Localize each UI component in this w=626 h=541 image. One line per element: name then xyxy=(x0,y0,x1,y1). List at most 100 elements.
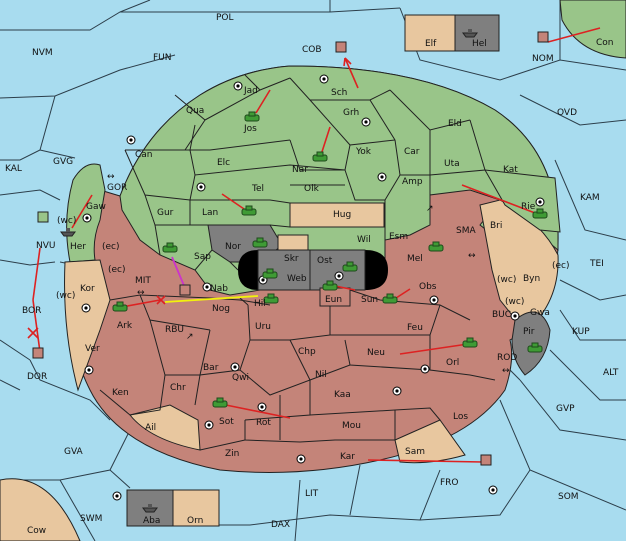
tank-sap-icon xyxy=(162,242,178,253)
province-label: Nil xyxy=(315,370,327,380)
tank-jos-icon xyxy=(244,111,260,122)
sea-label: ALT xyxy=(603,368,619,378)
coast-tag: (ec) xyxy=(102,242,120,252)
sea-label: BOR xyxy=(22,306,41,316)
sea-label: SOM xyxy=(558,492,579,502)
province-label: Olk xyxy=(304,184,320,194)
province-label: Wil xyxy=(357,235,371,245)
province-label: Uru xyxy=(255,322,271,332)
province-label: Obs xyxy=(419,282,437,292)
sea-label: ROD xyxy=(497,353,517,363)
sea-label: DAX xyxy=(271,520,290,530)
province-label: Jad xyxy=(243,86,258,96)
province-label: Nab xyxy=(210,284,228,294)
sea-label: Con xyxy=(596,38,614,48)
sea-label: COB xyxy=(302,45,322,55)
diagonal-arrow-icon: ↗ xyxy=(186,332,194,342)
sea-label: KAL xyxy=(5,164,22,174)
move-orders xyxy=(27,27,601,463)
sea-label: NVU xyxy=(36,241,55,251)
province-label: Grh xyxy=(343,108,359,118)
ship-nvu-icon xyxy=(60,228,76,237)
sea-label: BUC xyxy=(492,310,511,320)
province-label: Feu xyxy=(407,323,423,333)
province-label: Ail xyxy=(145,423,156,433)
coast-tag: (wc) xyxy=(497,275,516,285)
tank-ark-icon xyxy=(112,301,128,312)
ail-prov xyxy=(129,404,201,451)
tank-sun-icon xyxy=(382,293,398,304)
province-label: Skr xyxy=(284,254,299,264)
sea-label: MIT xyxy=(135,276,151,286)
supply-centers xyxy=(81,74,545,501)
tank-web-icon xyxy=(262,268,278,279)
left-arm xyxy=(66,163,106,263)
sea-label: DOR xyxy=(27,372,47,382)
tank-rie-icon xyxy=(532,208,548,219)
province-label: Yok xyxy=(355,147,372,157)
province-label: Qua xyxy=(186,106,204,116)
province-label: Nar xyxy=(292,165,308,175)
province-label: Gwa xyxy=(530,308,550,318)
destination-box-dor-icon xyxy=(32,347,44,359)
adjacency-marks: ↔ ↔ ↗ ↗ ↔ ↔ xyxy=(107,172,510,376)
destination-box-nog-icon xyxy=(179,284,191,296)
province-label: Elc xyxy=(217,158,230,168)
province-label: Byn xyxy=(523,274,540,284)
sea-label: NVM xyxy=(32,48,53,58)
pir-prov xyxy=(511,311,551,376)
sea-label: SMA xyxy=(456,226,476,236)
province-label: Ken xyxy=(112,388,129,398)
province-label: Rie xyxy=(521,202,536,212)
tank-nor-icon xyxy=(252,237,268,248)
province-label: Bri xyxy=(490,221,502,231)
sea-label: TEI xyxy=(589,259,604,269)
sea-label: POL xyxy=(216,13,234,23)
island-label: Hel xyxy=(472,39,487,49)
tank-orl-icon xyxy=(462,337,478,348)
province-label: Esm xyxy=(389,232,408,242)
sea-label: NOM xyxy=(532,54,554,64)
tank-lan-icon xyxy=(241,205,257,216)
double-arrow-icon: ↔ xyxy=(107,172,115,182)
province-label: Sap xyxy=(194,252,211,262)
province-label: Her xyxy=(70,242,86,252)
province-label: Lan xyxy=(202,208,218,218)
province-label: Orl xyxy=(446,358,459,368)
province-label: Ark xyxy=(117,321,133,331)
province-label: Bar xyxy=(203,363,219,373)
province-label: Rot xyxy=(256,418,271,428)
ship-hel-icon xyxy=(462,29,478,38)
tank-pir-icon xyxy=(527,342,543,353)
province-label: Uta xyxy=(444,159,460,169)
elf-island xyxy=(404,14,456,52)
red-label-group: Obs Eun Sun Hil Nog Ark Uru Feu Chp Neu … xyxy=(112,282,468,462)
province-label: Mel xyxy=(407,254,423,264)
province-label: Hug xyxy=(333,210,351,220)
tank-ost-icon xyxy=(342,261,358,272)
province-label: Gaw xyxy=(86,202,106,212)
province-label: Jos xyxy=(243,124,257,134)
hug-prov xyxy=(289,202,385,228)
province-label: Mou xyxy=(342,421,361,431)
red-borders xyxy=(99,289,496,451)
sea-label: RBU xyxy=(165,325,184,335)
coast-tag-group: (ec) (wc) (ec) (wc) (ec) (wc) (wc) xyxy=(56,216,570,307)
sea-label: SWM xyxy=(80,514,102,524)
sea-label: Cow xyxy=(27,526,46,536)
province-label: Ver xyxy=(85,344,100,354)
province-label: Kor xyxy=(80,284,95,294)
island-label-group: Elf Hel Aba Orn xyxy=(143,39,487,526)
province-label: Kaa xyxy=(334,390,351,400)
destination-box-cob-icon xyxy=(335,41,347,53)
sea-label: GVP xyxy=(556,404,575,414)
tank-nar-icon xyxy=(312,151,328,162)
destination-box-nom-icon xyxy=(537,31,549,43)
grey-label-group: Nor Skr Ost Web Pir xyxy=(225,242,535,337)
tan-label-group: Hug Bri Byn Gwa Kor Ver Ail Sam xyxy=(80,210,550,457)
sea-label: FRO xyxy=(440,478,459,488)
tank-eun-icon xyxy=(322,280,338,291)
province-label: Amp xyxy=(402,177,423,187)
province-label: Sam xyxy=(405,447,425,457)
sea-label: OVD xyxy=(557,108,577,118)
